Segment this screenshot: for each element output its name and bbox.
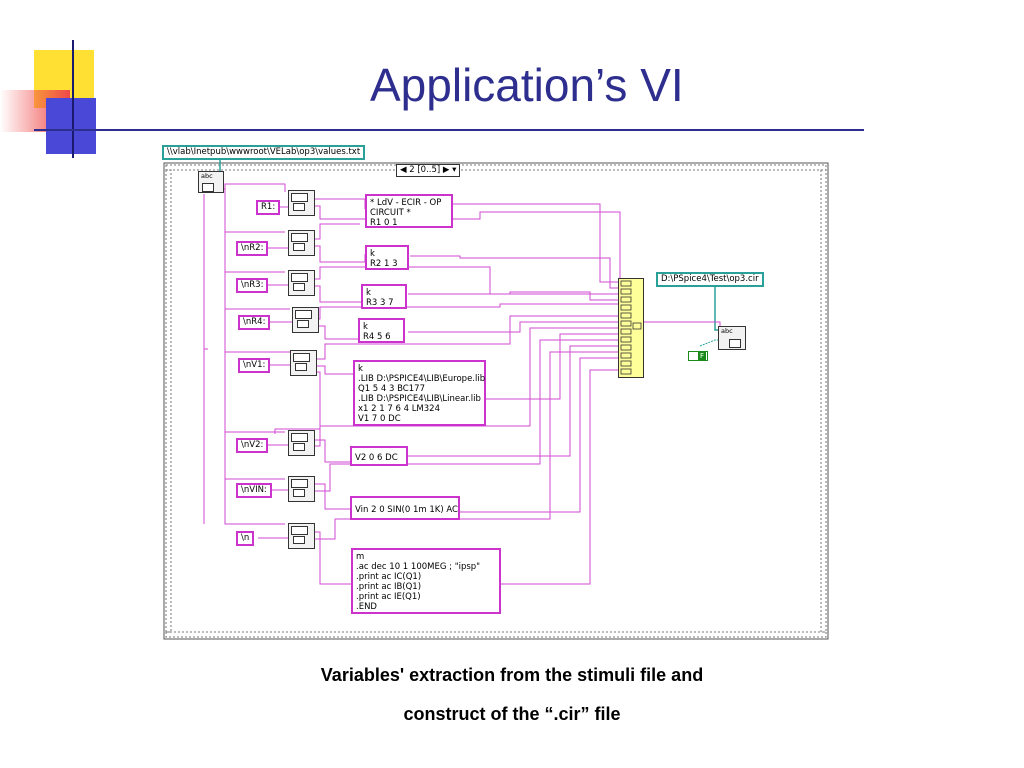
constant-line: V2 0 6 DC [355,453,398,463]
constant-line: .LIB D:\PSPICE4\LIB\Europe.lib [358,374,486,384]
string-constant-vin[interactable]: Vin 2 0 SIN(0 1m 1K) AC [350,496,460,520]
match-pattern-function-2[interactable] [288,230,315,256]
constant-line: Vin 2 0 SIN(0 1m 1K) AC [355,505,458,515]
match-pattern-function-7[interactable] [288,476,315,502]
match-pattern-icon [291,479,308,488]
labview-block-diagram: \\vlab\Inetpub\wwwroot\VELab\op3\values.… [160,144,832,644]
match-pattern-function-8[interactable] [288,523,315,549]
constant-line: .print ac IE(Q1) [356,592,421,602]
constant-line: k [363,322,368,332]
match-pattern-function-3[interactable] [288,270,315,296]
match-pattern-icon [291,273,308,282]
slide-corner-decoration [0,40,130,160]
constant-line: m [356,552,365,562]
constant-line: R2 1 3 [370,259,398,269]
separator-v2[interactable]: \nV2: [236,438,269,453]
string-constant-v2[interactable]: V2 0 6 DC [350,446,408,466]
write-file-label: abc [721,327,733,335]
frame-number: 2 [0..5] [409,165,441,175]
sequence-frame-selector[interactable]: ◀ 2 [0..5] ▶ ▾ [396,164,461,177]
caption-line-2: construct of the “.cir” file [403,704,621,724]
string-constant-r4[interactable]: k R4 5 6 [358,318,405,343]
match-pattern-icon [291,433,308,442]
separator-r1[interactable]: R1: [256,200,281,215]
match-pattern-icon [291,233,308,242]
write-file-icon [729,339,741,348]
separator-r4[interactable]: \nR4: [238,315,271,330]
diagram-wires [163,158,829,640]
constant-line: V1 7 0 DC [358,414,401,424]
constant-line: .print ac IB(Q1) [356,582,422,592]
constant-line: * LdV - ECIR - OP [370,198,442,208]
boolean-value: F [698,352,706,360]
write-file-function[interactable]: abc [718,326,746,350]
string-constant-r3[interactable]: k R3 3 7 [361,284,407,309]
match-pattern-icon [295,310,312,319]
read-file-function[interactable]: abc [198,171,224,193]
string-constant-r2[interactable]: k R2 1 3 [365,245,409,270]
match-pattern-function-1[interactable] [288,190,315,216]
slide-title: Application’s VI [370,59,684,111]
separator-r2[interactable]: \nR2: [236,241,269,256]
constant-line: R1 0 1 [370,218,398,228]
constant-line: k [370,249,375,259]
constant-line: CIRCUIT * [370,208,411,218]
constant-line: x1 2 1 7 6 4 LM324 [358,404,440,414]
output-path-constant[interactable]: D:\PSpice4\Test\op3.cir [656,272,764,287]
read-file-label: abc [201,172,213,180]
string-constant-analysis[interactable]: m .ac dec 10 1 100MEG ; "ipsp" .print ac… [351,548,501,614]
file-path-constant[interactable]: \\vlab\Inetpub\wwwroot\VELab\op3\values.… [162,145,366,160]
match-pattern-function-6[interactable] [288,430,315,456]
match-pattern-function-4[interactable] [292,307,319,333]
constant-line: R4 5 6 [363,332,391,342]
constant-line: .print ac IC(Q1) [356,572,422,582]
string-constant-header[interactable]: * LdV - ECIR - OP CIRCUIT * R1 0 1 [365,194,453,228]
string-constant-v1-models[interactable]: k .LIB D:\PSPICE4\LIB\Europe.lib Q1 5 4 … [353,360,486,426]
constant-line: .END [356,602,377,612]
constant-line: Q1 5 4 3 BC177 [358,384,425,394]
constant-line: k [358,364,363,374]
prev-frame-icon[interactable]: ◀ [400,165,407,175]
next-frame-icon[interactable]: ▶ [442,165,450,175]
separator-v1[interactable]: \nV1: [238,358,271,373]
match-pattern-function-5[interactable] [290,350,317,376]
match-pattern-icon [293,353,310,362]
boolean-false-constant[interactable]: F [688,351,708,361]
caption-line-1: Variables' extraction from the stimuli f… [320,665,704,685]
separator-vin[interactable]: \nVIN: [236,483,272,498]
constant-line: .ac dec 10 1 100MEG ; "ipsp" [356,562,481,572]
separator-newline[interactable]: \n [236,531,255,546]
match-pattern-icon [291,526,308,535]
constant-line: .LIB D:\PSPICE4\LIB\Linear.lib [358,394,481,404]
frame-menu-icon[interactable]: ▾ [452,165,457,175]
concatenate-strings-function[interactable] [618,278,644,378]
constant-line: k [366,288,371,298]
concatenate-input-terminals [620,280,642,375]
read-file-icon [202,183,214,192]
match-pattern-icon [291,193,308,202]
separator-r3[interactable]: \nR3: [236,278,269,293]
title-divider [34,129,864,131]
constant-line: R3 3 7 [366,298,394,308]
